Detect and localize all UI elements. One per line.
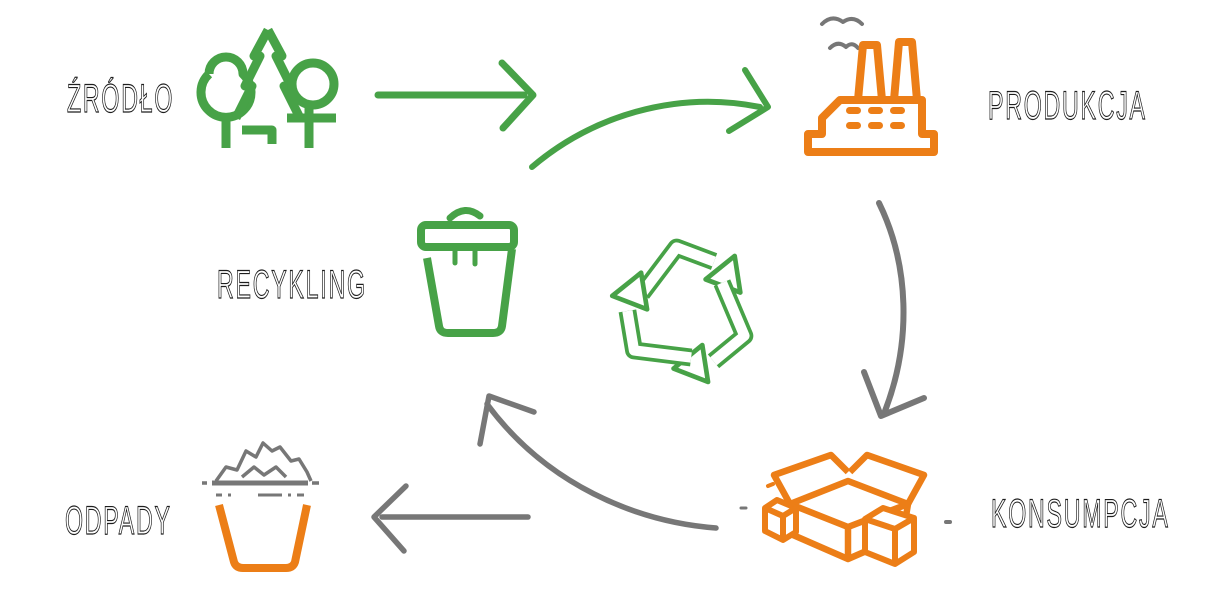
small-box-right — [862, 505, 917, 567]
label-produkcja: PRODUKCJA — [988, 84, 1147, 128]
factory-windows — [846, 107, 905, 129]
label-odpady: ODPADY — [65, 499, 172, 543]
chimney-left — [854, 41, 886, 101]
label-konsumpcja: KONSUMPCJA — [991, 492, 1170, 536]
bin-rim-line — [202, 480, 319, 497]
label-zrodlo: ŹRÓDŁO — [67, 77, 175, 121]
label-recykling: RECYKLING — [217, 263, 367, 307]
recycle-arm — [634, 238, 743, 299]
recycle-arm — [671, 279, 754, 385]
pine-tree — [231, 27, 272, 121]
recycling-bin-icon — [417, 207, 518, 337]
chimney-right — [890, 38, 921, 101]
factory-icon — [804, 16, 938, 156]
bin-tub — [215, 503, 311, 572]
trash-mound — [214, 441, 313, 483]
arrow-production-to-consumption — [861, 200, 927, 419]
waste-bin-icon — [202, 441, 319, 572]
trees-icon — [196, 27, 339, 148]
small-box-left — [762, 497, 799, 543]
smoke-birds-icon — [820, 16, 864, 50]
accent-tick — [766, 482, 775, 488]
arrow-source-to-production-straight — [374, 59, 537, 132]
ground-mark — [242, 125, 277, 144]
recycle-arm — [609, 270, 693, 367]
arrow-consumption-to-recycling — [477, 393, 719, 531]
open-boxes-icon — [739, 451, 928, 567]
round-tree — [287, 58, 339, 110]
recycling-arrows-icon — [609, 238, 754, 385]
arrow-consumption-to-waste — [371, 483, 531, 554]
arrow-source-to-production-curved — [529, 67, 771, 170]
